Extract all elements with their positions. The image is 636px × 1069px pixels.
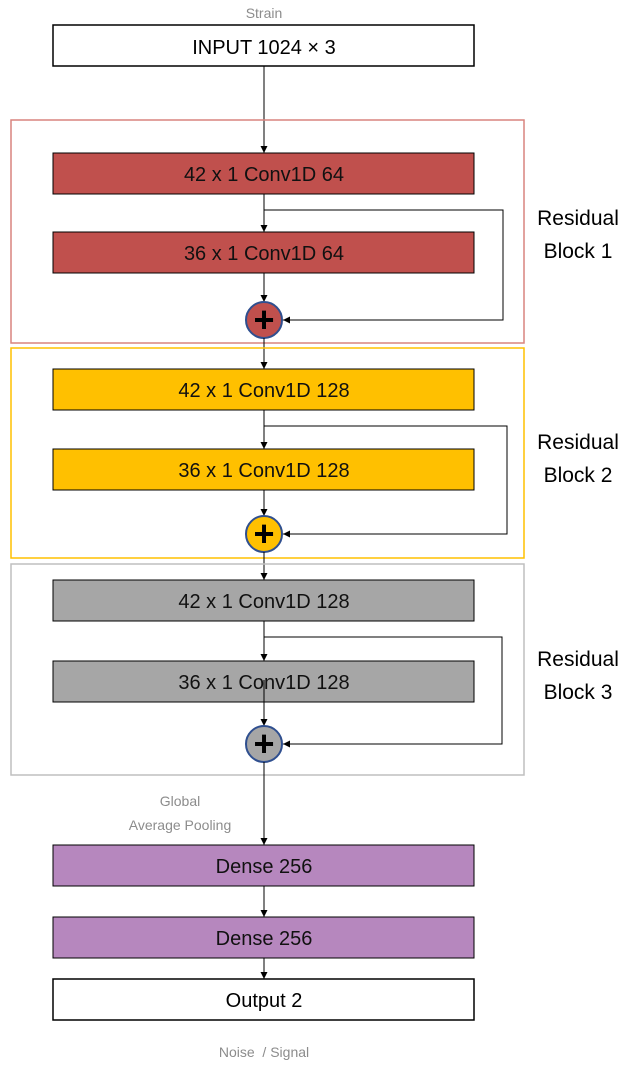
block1-conv1-label: 42 x 1 Conv1D 64 — [184, 164, 344, 186]
block2-frame — [10, 347, 525, 559]
dense2-label: Dense 256 — [216, 928, 313, 950]
block1-skip-connection — [264, 209, 504, 324]
pooling-caption-line2: Average Pooling — [129, 817, 231, 833]
block2-conv2-box — [52, 448, 475, 491]
output-label: Output 2 — [226, 990, 303, 1012]
block3-label-line2: Block 3 — [544, 681, 613, 704]
pooling-caption-line1: Global — [160, 793, 200, 809]
dense2-box — [52, 916, 475, 959]
dense1-box — [52, 844, 475, 887]
strain-caption: Strain — [246, 5, 283, 21]
dense1-label: Dense 256 — [216, 856, 313, 878]
block1-add-symbol: + — [253, 299, 274, 340]
block3-frame — [10, 563, 525, 776]
block1-label-line1: Residual — [537, 207, 619, 230]
block2-add-symbol: + — [253, 513, 274, 554]
block3-skip-connection — [264, 636, 503, 748]
block1-label-line2: Block 1 — [544, 240, 613, 263]
block1-frame — [10, 119, 525, 344]
output-box — [52, 978, 475, 1021]
residual-block-2: 42 x 1 Conv1D 128 36 x 1 Conv1D 128 + Re… — [10, 347, 619, 559]
block2-conv1-label: 42 x 1 Conv1D 128 — [178, 380, 349, 402]
block2-conv1-box — [52, 368, 475, 411]
residual-block-3: 42 x 1 Conv1D 128 36 x 1 Conv1D 128 + Re… — [10, 563, 619, 776]
residual-block-1: 42 x 1 Conv1D 64 36 x 1 Conv1D 64 + Resi… — [10, 119, 619, 344]
block1-conv2-label: 36 x 1 Conv1D 64 — [184, 243, 344, 265]
block2-conv2-label: 36 x 1 Conv1D 128 — [178, 460, 349, 482]
block3-add-symbol: + — [253, 723, 274, 764]
block2-label-line1: Residual — [537, 431, 619, 454]
block3-conv1-label: 42 x 1 Conv1D 128 — [178, 591, 349, 613]
input-label: INPUT 1024 × 3 — [192, 37, 336, 59]
block2-skip-connection — [264, 425, 508, 538]
noise-signal-caption: Noise / Signal — [219, 1044, 309, 1060]
block2-label-line2: Block 2 — [544, 464, 613, 487]
input-box — [52, 24, 475, 67]
block1-conv1-box — [52, 152, 475, 195]
block1-conv2-box — [52, 231, 475, 274]
block3-label-line1: Residual — [537, 648, 619, 671]
